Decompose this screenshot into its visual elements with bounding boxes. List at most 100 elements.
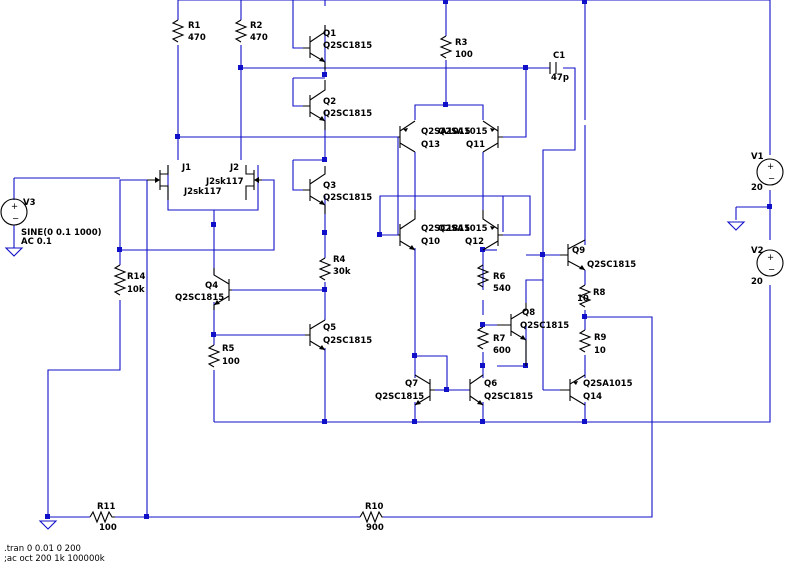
r1-name: R1 bbox=[188, 21, 201, 31]
q6-model: Q2SC1815 bbox=[484, 392, 533, 402]
v3-minus-icon: − bbox=[12, 214, 19, 224]
resistor-r3: R3 100 bbox=[439, 35, 473, 60]
r7-name: R7 bbox=[493, 334, 506, 344]
q14-model: Q2SA1015 bbox=[583, 379, 633, 389]
transistor-q8: Q8 Q2SC1815 bbox=[497, 303, 569, 366]
jfet-j2: J2 J2sk117 bbox=[205, 163, 262, 200]
q4-name: Q4 bbox=[205, 281, 218, 291]
q10-model: Q2SC1815 bbox=[421, 224, 470, 234]
r6-value: 540 bbox=[493, 284, 511, 294]
q12-name: Q12 bbox=[465, 237, 484, 247]
q5-model: Q2SC1815 bbox=[323, 336, 372, 346]
r14-name: R14 bbox=[127, 272, 145, 282]
q7-name: Q7 bbox=[405, 379, 418, 389]
r5-value: 100 bbox=[222, 357, 240, 367]
resistor-r5: R5 100 bbox=[207, 344, 240, 368]
q7-model: Q2SC1815 bbox=[375, 392, 424, 402]
q12-model: Q2SA1015 bbox=[438, 224, 488, 234]
resistor-r10: R10 900 bbox=[359, 502, 384, 533]
voltage-source-v3: + − V3 SINE(0 0.1 1000) AC 0.1 bbox=[0, 198, 102, 247]
ground-v3 bbox=[4, 247, 24, 257]
r3-name: R3 bbox=[455, 38, 468, 48]
resistor-r7: R7 600 bbox=[476, 326, 511, 356]
r8-value: 10 bbox=[577, 294, 589, 304]
v2-name: V2 bbox=[751, 246, 764, 256]
q14-name: Q14 bbox=[583, 392, 602, 402]
r2-value: 470 bbox=[250, 33, 268, 43]
transistor-q3: Q3 Q2SC1815 bbox=[303, 166, 372, 214]
capacitor-c1: C1 47p bbox=[549, 51, 569, 83]
ground-main bbox=[38, 520, 58, 530]
q9-model: Q2SC1815 bbox=[587, 260, 636, 270]
q2-name: Q2 bbox=[323, 97, 336, 107]
r5-name: R5 bbox=[222, 344, 235, 354]
r9-name: R9 bbox=[594, 333, 607, 343]
transistor-q5: Q5 Q2SC1815 bbox=[305, 319, 372, 351]
v3-value: SINE(0 0.1 1000) bbox=[21, 228, 102, 238]
spice-directives: .tran 0 0.01 0 200 ;ac oct 200 1k 100000… bbox=[4, 544, 105, 564]
transistor-q1: Q1 Q2SC1815 bbox=[303, 25, 372, 70]
resistor-r1: R1 470 bbox=[171, 19, 206, 43]
q3-model: Q2SC1815 bbox=[323, 193, 372, 203]
v1-minus-icon: − bbox=[768, 174, 775, 184]
r4-value: 30k bbox=[333, 267, 351, 277]
q13-model: Q2SA1015 bbox=[421, 127, 471, 137]
q6-name: Q6 bbox=[484, 379, 497, 389]
v3-ac-value: AC 0.1 bbox=[21, 237, 52, 247]
q13-name: Q13 bbox=[421, 140, 440, 150]
v3-name: V3 bbox=[23, 198, 36, 208]
transistor-q10: Q2SC1815 Q10 bbox=[398, 210, 470, 251]
r2-name: R2 bbox=[250, 21, 263, 31]
q11-model: Q2SA1015 bbox=[438, 127, 488, 137]
r6-name: R6 bbox=[493, 272, 506, 282]
r3-value: 100 bbox=[455, 50, 473, 60]
r10-value: 900 bbox=[366, 523, 384, 533]
r9-value: 10 bbox=[594, 346, 606, 356]
junctions bbox=[45, 0, 772, 519]
q9-name: Q9 bbox=[572, 246, 585, 256]
q2-model: Q2SC1815 bbox=[323, 109, 372, 119]
jfet-j1: J1 J2sk117 bbox=[147, 163, 222, 200]
v3-plus-icon: + bbox=[11, 202, 18, 212]
q1-model: Q2SC1815 bbox=[323, 41, 372, 51]
q8-model: Q2SC1815 bbox=[520, 321, 569, 331]
r8-name: R8 bbox=[593, 288, 606, 298]
q3-name: Q3 bbox=[323, 181, 336, 191]
q1-name: Q1 bbox=[323, 29, 336, 39]
j1-model: J2sk117 bbox=[183, 187, 222, 197]
resistor-r2: R2 470 bbox=[234, 19, 268, 43]
wires bbox=[13, 0, 771, 518]
tran-directive: .tran 0 0.01 0 200 bbox=[4, 544, 81, 554]
transistor-q6: Q6 Q2SC1815 bbox=[469, 374, 533, 406]
r14-value: 10k bbox=[127, 285, 145, 295]
r7-value: 600 bbox=[493, 346, 511, 356]
j2-model: J2sk117 bbox=[205, 177, 244, 187]
j2-name: J2 bbox=[229, 163, 239, 173]
j1-name: J1 bbox=[181, 163, 191, 173]
v1-name: V1 bbox=[751, 152, 764, 162]
v2-plus-icon: + bbox=[767, 253, 774, 263]
transistor-q11: Q2SA1015 Q11 bbox=[438, 120, 503, 153]
transistor-q9: Q9 Q2SC1815 bbox=[560, 239, 636, 271]
q8-name: Q8 bbox=[522, 308, 535, 318]
r11-value: 100 bbox=[99, 523, 117, 533]
v1-value: 20 bbox=[751, 183, 763, 193]
r1-value: 470 bbox=[188, 33, 206, 43]
ground-v1v2 bbox=[726, 221, 746, 231]
v1-plus-icon: + bbox=[767, 162, 774, 172]
q11-name: Q11 bbox=[466, 140, 485, 150]
q5-name: Q5 bbox=[323, 323, 336, 333]
c1-value: 47p bbox=[551, 73, 569, 83]
r4-name: R4 bbox=[333, 255, 346, 265]
transistor-q2: Q2 Q2SC1815 bbox=[303, 80, 372, 130]
transistor-q12: Q2SA1015 Q12 bbox=[438, 210, 503, 251]
v2-value: 20 bbox=[751, 277, 763, 287]
ac-directive: ;ac oct 200 1k 100000k bbox=[4, 554, 105, 564]
resistor-r9: R9 10 bbox=[578, 329, 607, 356]
resistor-r14: R14 10k bbox=[113, 264, 145, 296]
q10-name: Q10 bbox=[421, 237, 440, 247]
resistor-r4: R4 30k bbox=[318, 255, 351, 281]
resistor-r8: R8 10 bbox=[577, 284, 606, 308]
resistor-r6: R6 540 bbox=[476, 264, 511, 294]
